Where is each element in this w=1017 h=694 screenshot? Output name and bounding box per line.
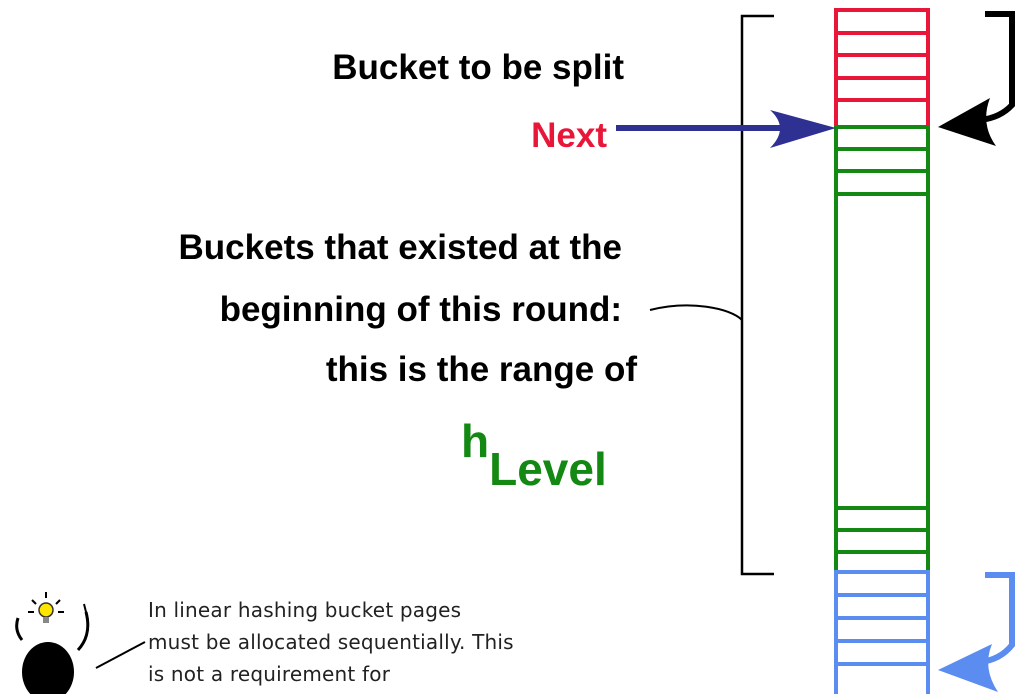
new-buckets-column — [834, 570, 930, 694]
existing-buckets-label-line3: this is the range of — [325, 350, 637, 389]
h-level-main: h — [461, 415, 490, 467]
note-line: In linear hashing bucket pages — [148, 598, 462, 622]
existing-buckets-label-line2: beginning of this round: — [219, 290, 622, 329]
leader-line — [649, 304, 743, 321]
existing-buckets-label-line1: Buckets that existed at the — [178, 228, 622, 267]
split-bucket-column — [834, 8, 930, 129]
next-pointer-label: Next — [531, 116, 607, 155]
h-level-label: hLevel — [461, 415, 607, 492]
new-bucket-loop-arrow — [938, 572, 1015, 692]
h-level-subscript: Level — [489, 443, 607, 495]
range-bracket — [740, 14, 774, 576]
lightbulb-icon — [28, 592, 64, 623]
note-line: must be allocated sequentially. This — [148, 630, 514, 654]
note-line: is not a requirement for — [148, 662, 391, 686]
person-figure-icon — [15, 603, 146, 694]
next-arrow — [616, 110, 836, 148]
note-text: In linear hashing bucket pages must be a… — [148, 594, 518, 690]
bucket-to-split-label: Bucket to be split — [332, 48, 624, 87]
existing-buckets-column — [834, 125, 930, 574]
split-loop-arrow — [938, 11, 1015, 146]
